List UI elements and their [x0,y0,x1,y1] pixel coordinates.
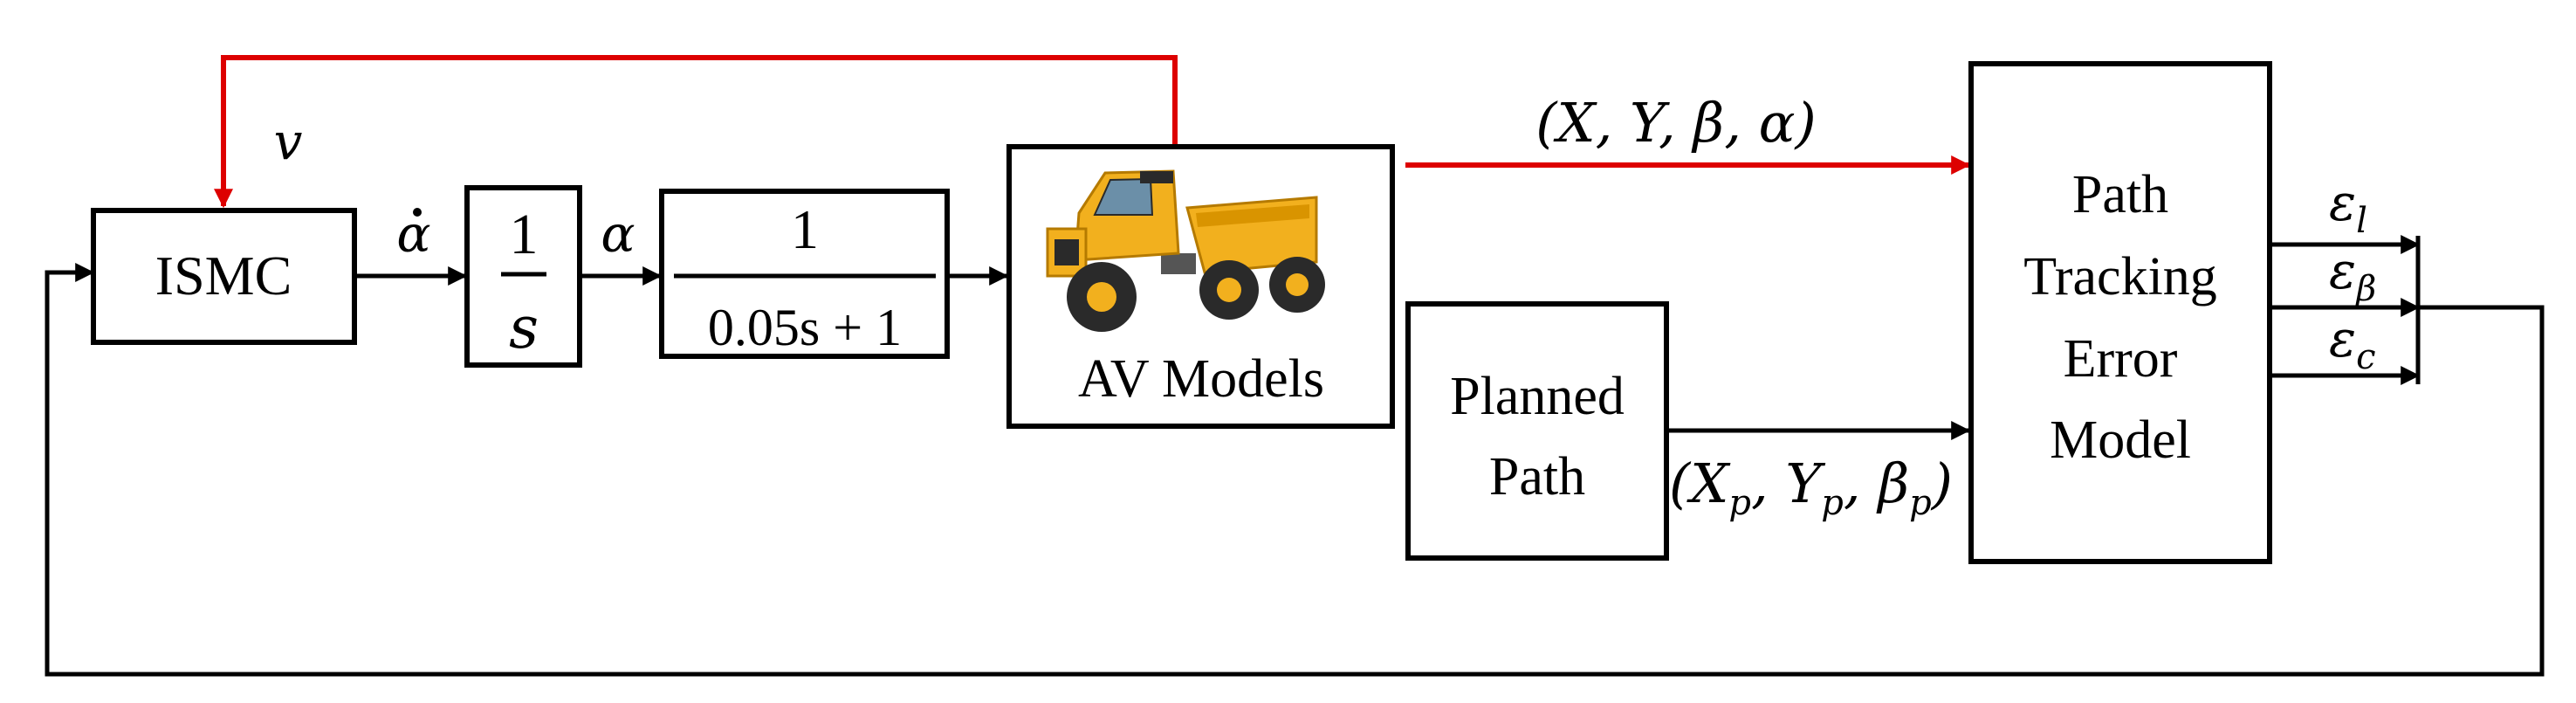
planned-path-label-line2: Path [1489,447,1585,507]
signal-planned-label: (Xp, Yp, βp) [1669,451,1953,523]
filter-denominator: 0.05s + 1 [708,299,902,356]
error-model-block[interactable]: Path Tracking Error Model [1968,61,2272,564]
ismc-label: ISMC [155,245,292,307]
error-model-label-line2: Tracking [2023,247,2217,307]
filter-block[interactable]: 1 0.05s + 1 [659,189,950,359]
integrator-block[interactable]: 1 s [464,185,582,368]
ismc-block[interactable]: ISMC [91,208,357,345]
error-l-label: εl [2329,173,2367,241]
articulated-dump-truck-icon [1046,169,1325,332]
av-models-block[interactable]: AV Models [1006,144,1395,429]
signal-alpha-label: α [601,204,635,264]
error-beta-label: εβ [2329,241,2376,309]
signal-v-label: v [274,112,303,171]
signal-alpha-dot-label: α [396,204,430,264]
error-model-label-line3: Error [2064,329,2178,389]
wire-velocity-feedback [214,55,1178,209]
integrator-numerator: 1 [510,203,539,266]
error-c-label: εc [2329,309,2376,377]
planned-path-block[interactable]: Planned Path [1405,301,1669,561]
av-models-label: AV Models [1078,349,1324,409]
filter-numerator: 1 [791,198,819,260]
signal-state-label: (X, Y, β, α) [1535,91,1816,155]
error-model-label-line1: Path [2072,165,2168,224]
error-model-label-line4: Model [2050,410,2191,470]
integrator-denominator: s [509,294,539,362]
wire-main-feedback [45,263,2545,677]
planned-path-label-line1: Planned [1450,367,1625,426]
